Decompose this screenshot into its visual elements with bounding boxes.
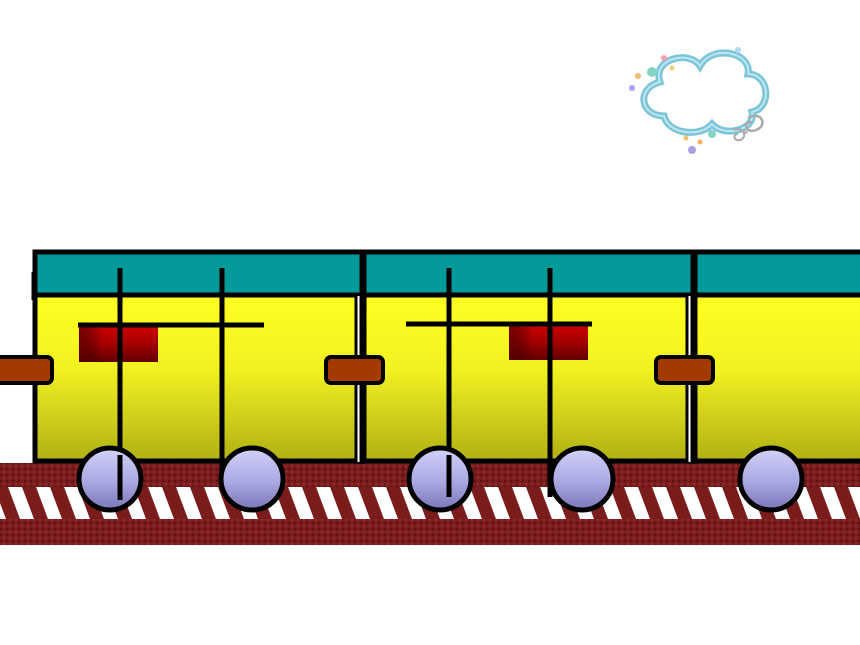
couplers [0,355,715,385]
wheels [76,445,805,513]
coupler [0,355,54,385]
track-sleeper [540,487,566,519]
track-sleeper [680,487,706,519]
track-sleeper [204,487,230,519]
wheel [218,445,286,513]
car-roof [32,249,368,298]
coupler [654,355,715,385]
wheel [406,445,474,513]
track-sleeper [820,487,846,519]
wheel-poles [117,455,553,500]
track-sleeper [288,487,314,519]
track-sleeper [176,487,202,519]
car-roof [361,249,697,298]
track-sleeper [344,487,370,519]
track-sleeper [372,487,398,519]
car-body [692,290,860,464]
track-sleeper [512,487,538,519]
wheel [737,445,805,513]
track-sleeper [708,487,734,519]
car-body [361,290,691,464]
track-sleeper [652,487,678,519]
car-roof [692,249,860,298]
cloud-icon [629,47,770,154]
track-sleeper [484,487,510,519]
track-sleeper [848,487,860,519]
car-body [32,290,360,464]
track-sleeper [36,487,62,519]
train-car [692,249,860,464]
lower-rail [0,519,860,545]
coupler [324,355,385,385]
track-sleeper [316,487,342,519]
wheel [76,445,144,513]
wheel [548,445,616,513]
track-sleeper [148,487,174,519]
track-sleeper [64,487,90,519]
track-sleeper [624,487,650,519]
track-sleeper [0,503,6,519]
track-sleeper [400,487,426,519]
train-car [361,249,697,464]
track-sleeper [8,487,34,519]
